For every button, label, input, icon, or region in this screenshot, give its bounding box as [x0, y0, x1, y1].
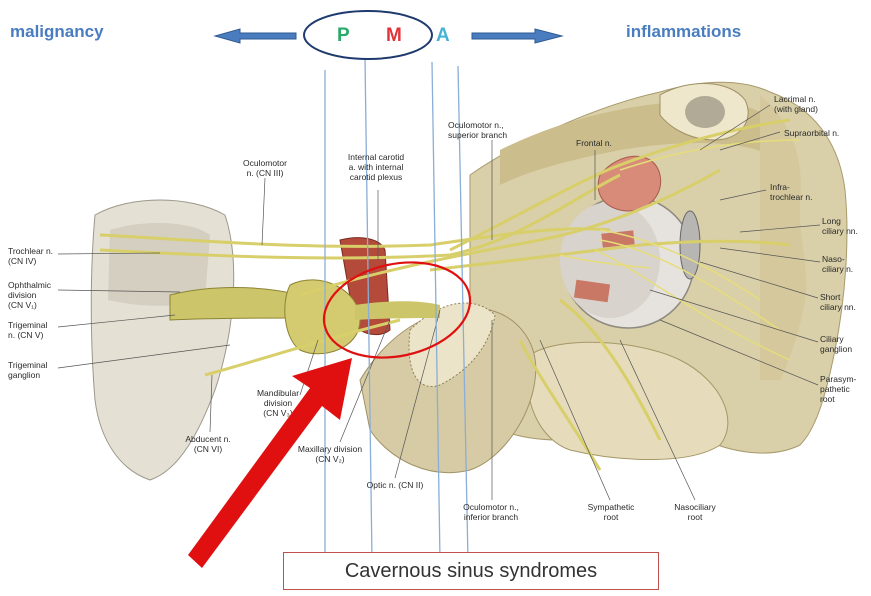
caption-text: Cavernous sinus syndromes [345, 560, 597, 583]
caption-box: Cavernous sinus syndromes [283, 552, 659, 590]
red-arrow [188, 358, 352, 568]
cavernous-sinus-oval [315, 250, 479, 371]
